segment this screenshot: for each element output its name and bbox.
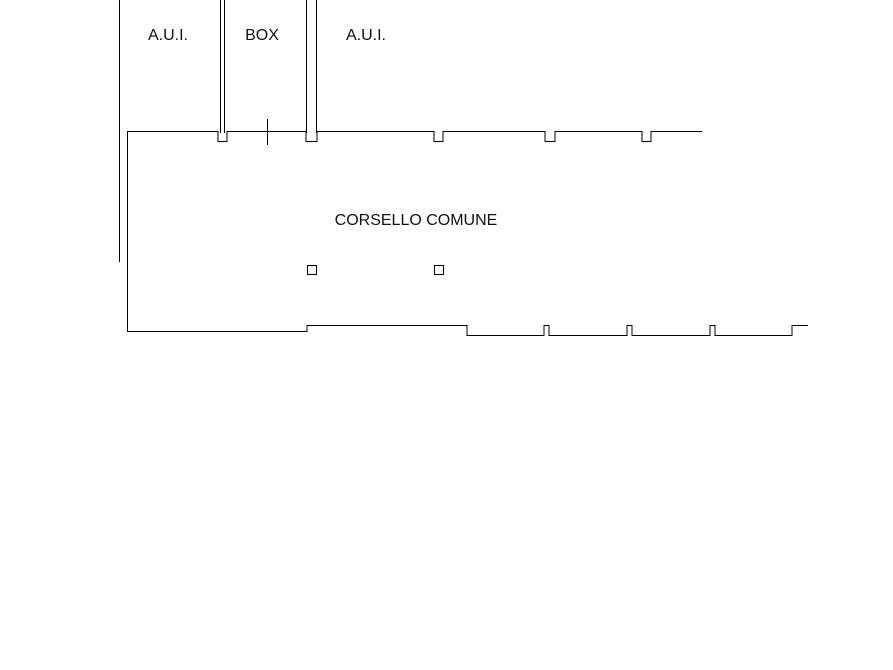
corridor-outline — [127, 131, 808, 336]
label-corridor: CORSELLO COMUNE — [335, 212, 498, 229]
label-box: BOX — [245, 27, 279, 44]
upper-units-walls — [119, 0, 317, 262]
pillar — [307, 265, 317, 275]
pillar — [434, 265, 444, 275]
corridor-bottom-wall — [127, 325, 808, 336]
pillars — [307, 265, 444, 275]
corridor-top-wall — [127, 131, 702, 142]
label-aui-left: A.U.I. — [148, 27, 188, 44]
label-aui-right: A.U.I. — [346, 27, 386, 44]
